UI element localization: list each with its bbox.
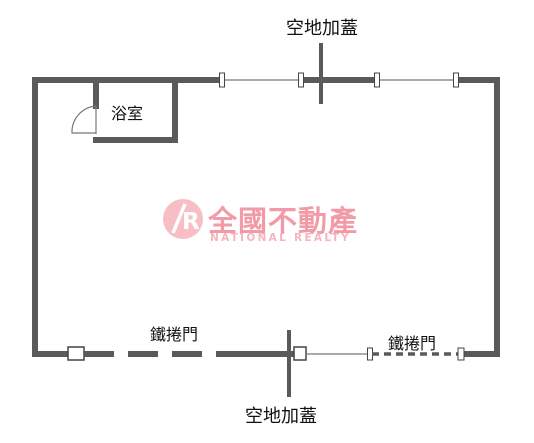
top-windows: [219, 72, 459, 88]
watermark-brand-cn: 全國不動產: [208, 204, 359, 238]
label-bathroom: 浴室: [111, 104, 144, 123]
label-top-addition: 空地加蓋: [286, 18, 358, 39]
logo-letter: R: [182, 209, 200, 235]
label-shutter-left: 鐵捲門: [150, 325, 199, 344]
logo-r-icon: R: [163, 199, 203, 239]
label-shutter-right: 鐵捲門: [388, 334, 437, 353]
door-swing-icon: [71, 105, 97, 134]
window-post: [298, 72, 304, 88]
window-post: [374, 72, 380, 88]
shutter-left: [67, 346, 234, 361]
watermark-brand-en: NATIONAL REALTY: [210, 232, 351, 244]
window-post: [219, 72, 225, 88]
label-bottom-addition: 空地加蓋: [245, 406, 317, 427]
exterior-walls: [32, 77, 500, 357]
shutter-right: [293, 346, 465, 361]
window-post: [453, 72, 459, 88]
bathroom: [93, 77, 178, 143]
